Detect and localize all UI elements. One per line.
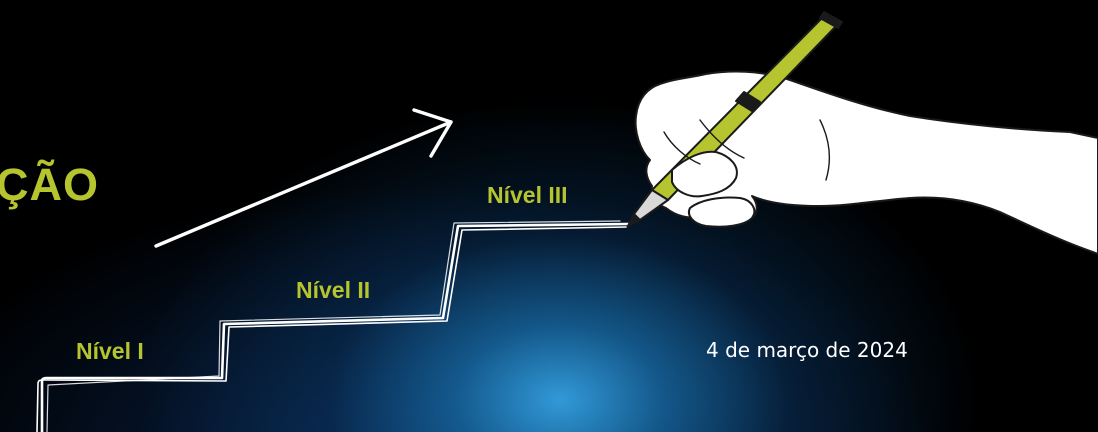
page-title: ÇÃO [0,162,99,207]
finger-lower [689,197,754,226]
level-label-3: Nível III [487,184,568,207]
staircase-drawing [37,221,628,432]
up-right-arrow-icon [156,110,451,246]
staircase-line-sketch-2 [47,221,620,432]
hand-holding-pen-icon [628,12,1098,254]
staircase-line-sketch [37,227,626,432]
staircase-line-main [42,224,628,432]
level-label-2: Nível II [296,279,370,302]
event-date: 4 de março de 2024 [706,340,908,360]
level-label-1: Nível I [76,340,144,363]
